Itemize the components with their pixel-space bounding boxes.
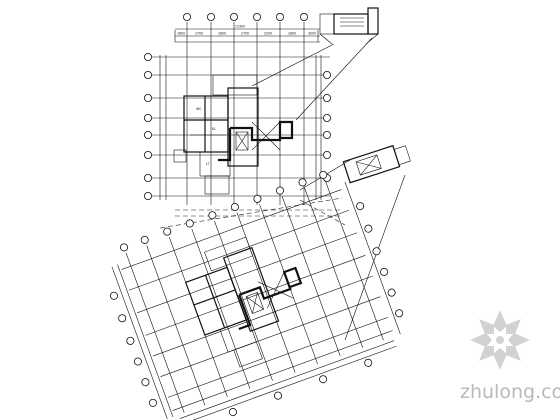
- svg-text:1800: 1800: [288, 32, 296, 36]
- top-segment-dimensions: 1800 2700 1800 2700 2200 1800 3000: [177, 32, 316, 36]
- top-vertical-axes: [174, 22, 319, 205]
- diagonal-leader-lines: [251, 37, 406, 341]
- mid-right-stair-detail: [342, 144, 411, 184]
- svg-text:LT: LT: [206, 162, 209, 166]
- dashed-guides: [159, 197, 346, 229]
- svg-text:1800: 1800: [177, 32, 185, 36]
- top-dimension-lines: [175, 28, 320, 43]
- svg-text:3000: 3000: [308, 32, 316, 36]
- watermark-logo: [470, 310, 530, 370]
- top-block-room-labels: WC KL LT: [196, 107, 216, 166]
- svg-text:WC: WC: [196, 107, 202, 111]
- svg-text:2200: 2200: [264, 32, 272, 36]
- watermark-text: zhulong.com: [460, 381, 560, 403]
- top-axis-bubbles: [182, 12, 308, 21]
- svg-text:KL: KL: [212, 127, 216, 131]
- left-axis-bubbles: [143, 53, 152, 200]
- top-right-stair-detail: [319, 7, 379, 45]
- lower-rotated-block: [109, 170, 404, 420]
- svg-text:2700: 2700: [241, 32, 249, 36]
- left-dimension-lines: [159, 55, 322, 200]
- right-axis-bubbles: [322, 71, 331, 182]
- svg-text:2700: 2700: [195, 32, 203, 36]
- top-block-walls: [173, 74, 294, 195]
- top-horizontal-axes: [152, 56, 330, 197]
- svg-text:1800: 1800: [218, 32, 226, 36]
- top-total-dimension: 15300: [235, 25, 245, 29]
